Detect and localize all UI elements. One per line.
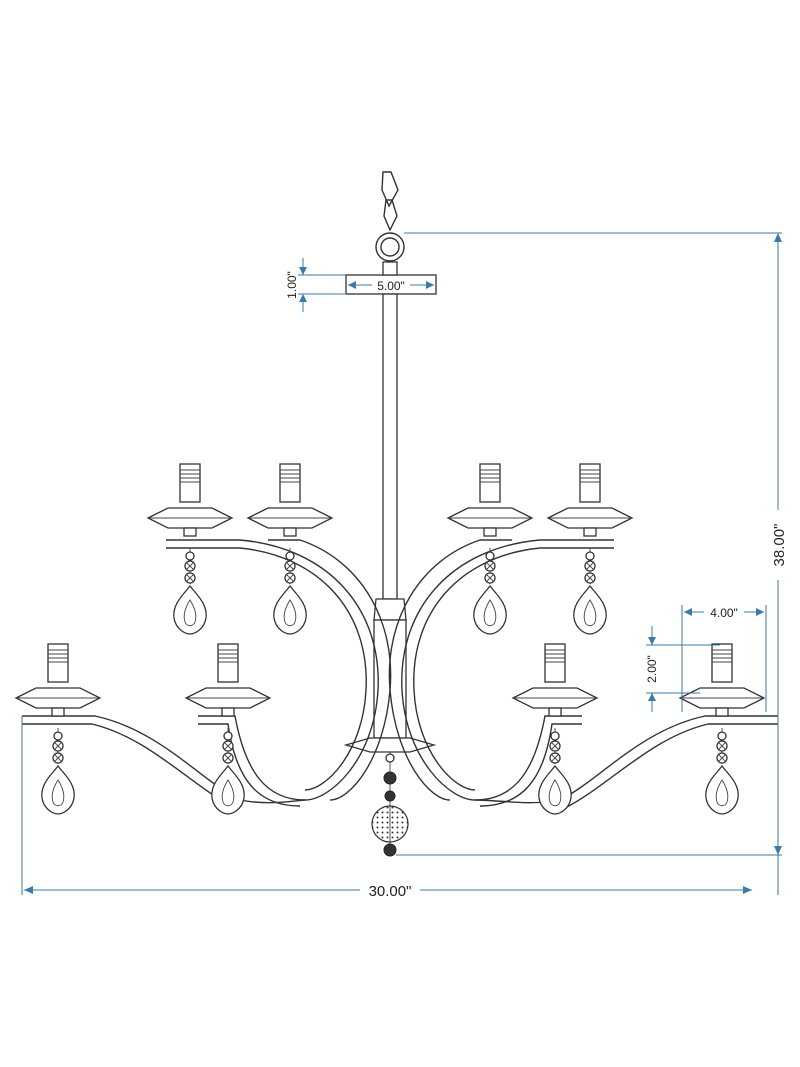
cup-height-label: 2.00" xyxy=(645,655,659,683)
candle-cup xyxy=(446,463,534,537)
candle-group xyxy=(14,463,766,717)
crystal-group xyxy=(41,548,739,815)
overall-height-label: 38.00" xyxy=(771,524,788,567)
crystal-pendant xyxy=(573,548,607,635)
arm-spacing-label: 4.00" xyxy=(710,606,738,620)
central-stem xyxy=(343,293,437,753)
candle-cup xyxy=(184,643,272,717)
dimension-canopy-width: 5.00" xyxy=(348,277,434,293)
crystal-pendant xyxy=(273,548,307,635)
lower-right-arm xyxy=(474,715,778,809)
crystal-pendant xyxy=(538,728,572,815)
canopy-height-label: 1.00" xyxy=(285,271,299,299)
chain xyxy=(375,171,405,262)
candle-cup xyxy=(678,643,766,717)
crystal-pendant xyxy=(173,548,207,635)
candle-cup xyxy=(546,463,634,537)
overall-width-label: 30.00" xyxy=(369,883,412,900)
candle-cup xyxy=(14,643,102,717)
dimension-cup-height: 2.00" xyxy=(645,626,720,712)
crystal-pendant xyxy=(473,548,507,635)
dimension-overall-width: 30.00" xyxy=(21,716,779,900)
candle-cup xyxy=(246,463,334,537)
crystal-pendant xyxy=(211,728,245,815)
dimension-arm-spacing: 4.00" xyxy=(681,604,767,712)
canopy-width-label: 5.00" xyxy=(377,279,405,293)
dimension-canopy-height: 1.00" xyxy=(285,258,346,312)
crystal-pendant xyxy=(705,728,739,815)
candle-cup xyxy=(511,643,599,717)
dimension-overall-height: 38.00" xyxy=(396,232,788,856)
center-finial xyxy=(371,752,409,857)
crystal-pendant xyxy=(41,728,75,815)
upper-right-arm xyxy=(388,539,614,801)
upper-left-arm xyxy=(166,539,392,801)
candle-cup xyxy=(146,463,234,537)
